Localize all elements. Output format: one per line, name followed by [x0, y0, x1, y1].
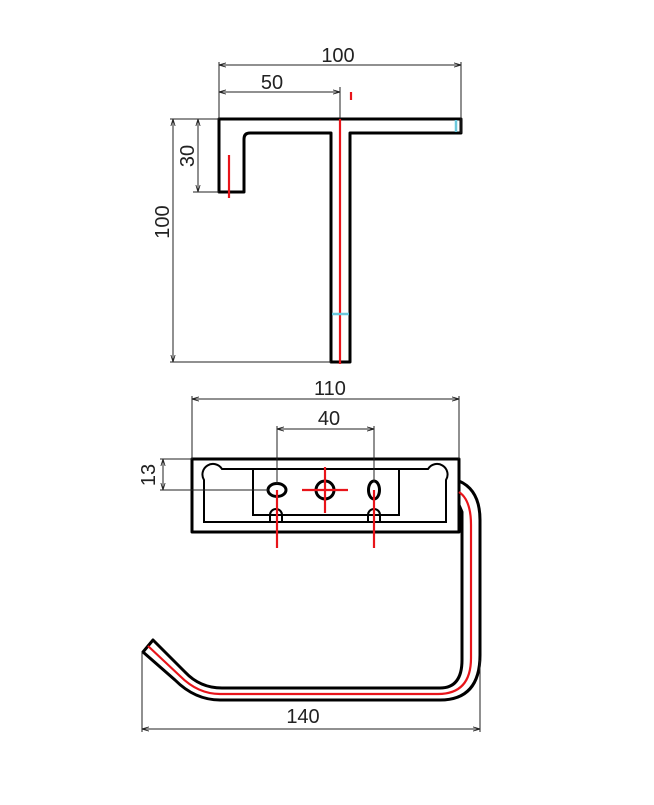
dimension-hole-spacing: 40: [318, 408, 340, 430]
dimension-hole-offset: 13: [138, 464, 160, 486]
dimension-height-total: 100: [152, 205, 174, 238]
holder-arm: [141, 479, 482, 702]
back-plate-outline: [201, 462, 449, 523]
top-view-outline: [217, 117, 463, 364]
top-view: 100 50 30 100: [152, 45, 463, 364]
front-view: 110 40 13 140: [138, 378, 482, 732]
mounting-bracket: [252, 469, 400, 516]
dimension-arm-width: 140: [286, 706, 319, 728]
dimension-width-center: 50: [261, 72, 283, 94]
dimension-width-total: 100: [321, 45, 354, 67]
dimension-leg-height: 30: [177, 145, 199, 167]
dimension-plate-width: 110: [314, 378, 346, 400]
base-plate: [190, 457, 461, 534]
